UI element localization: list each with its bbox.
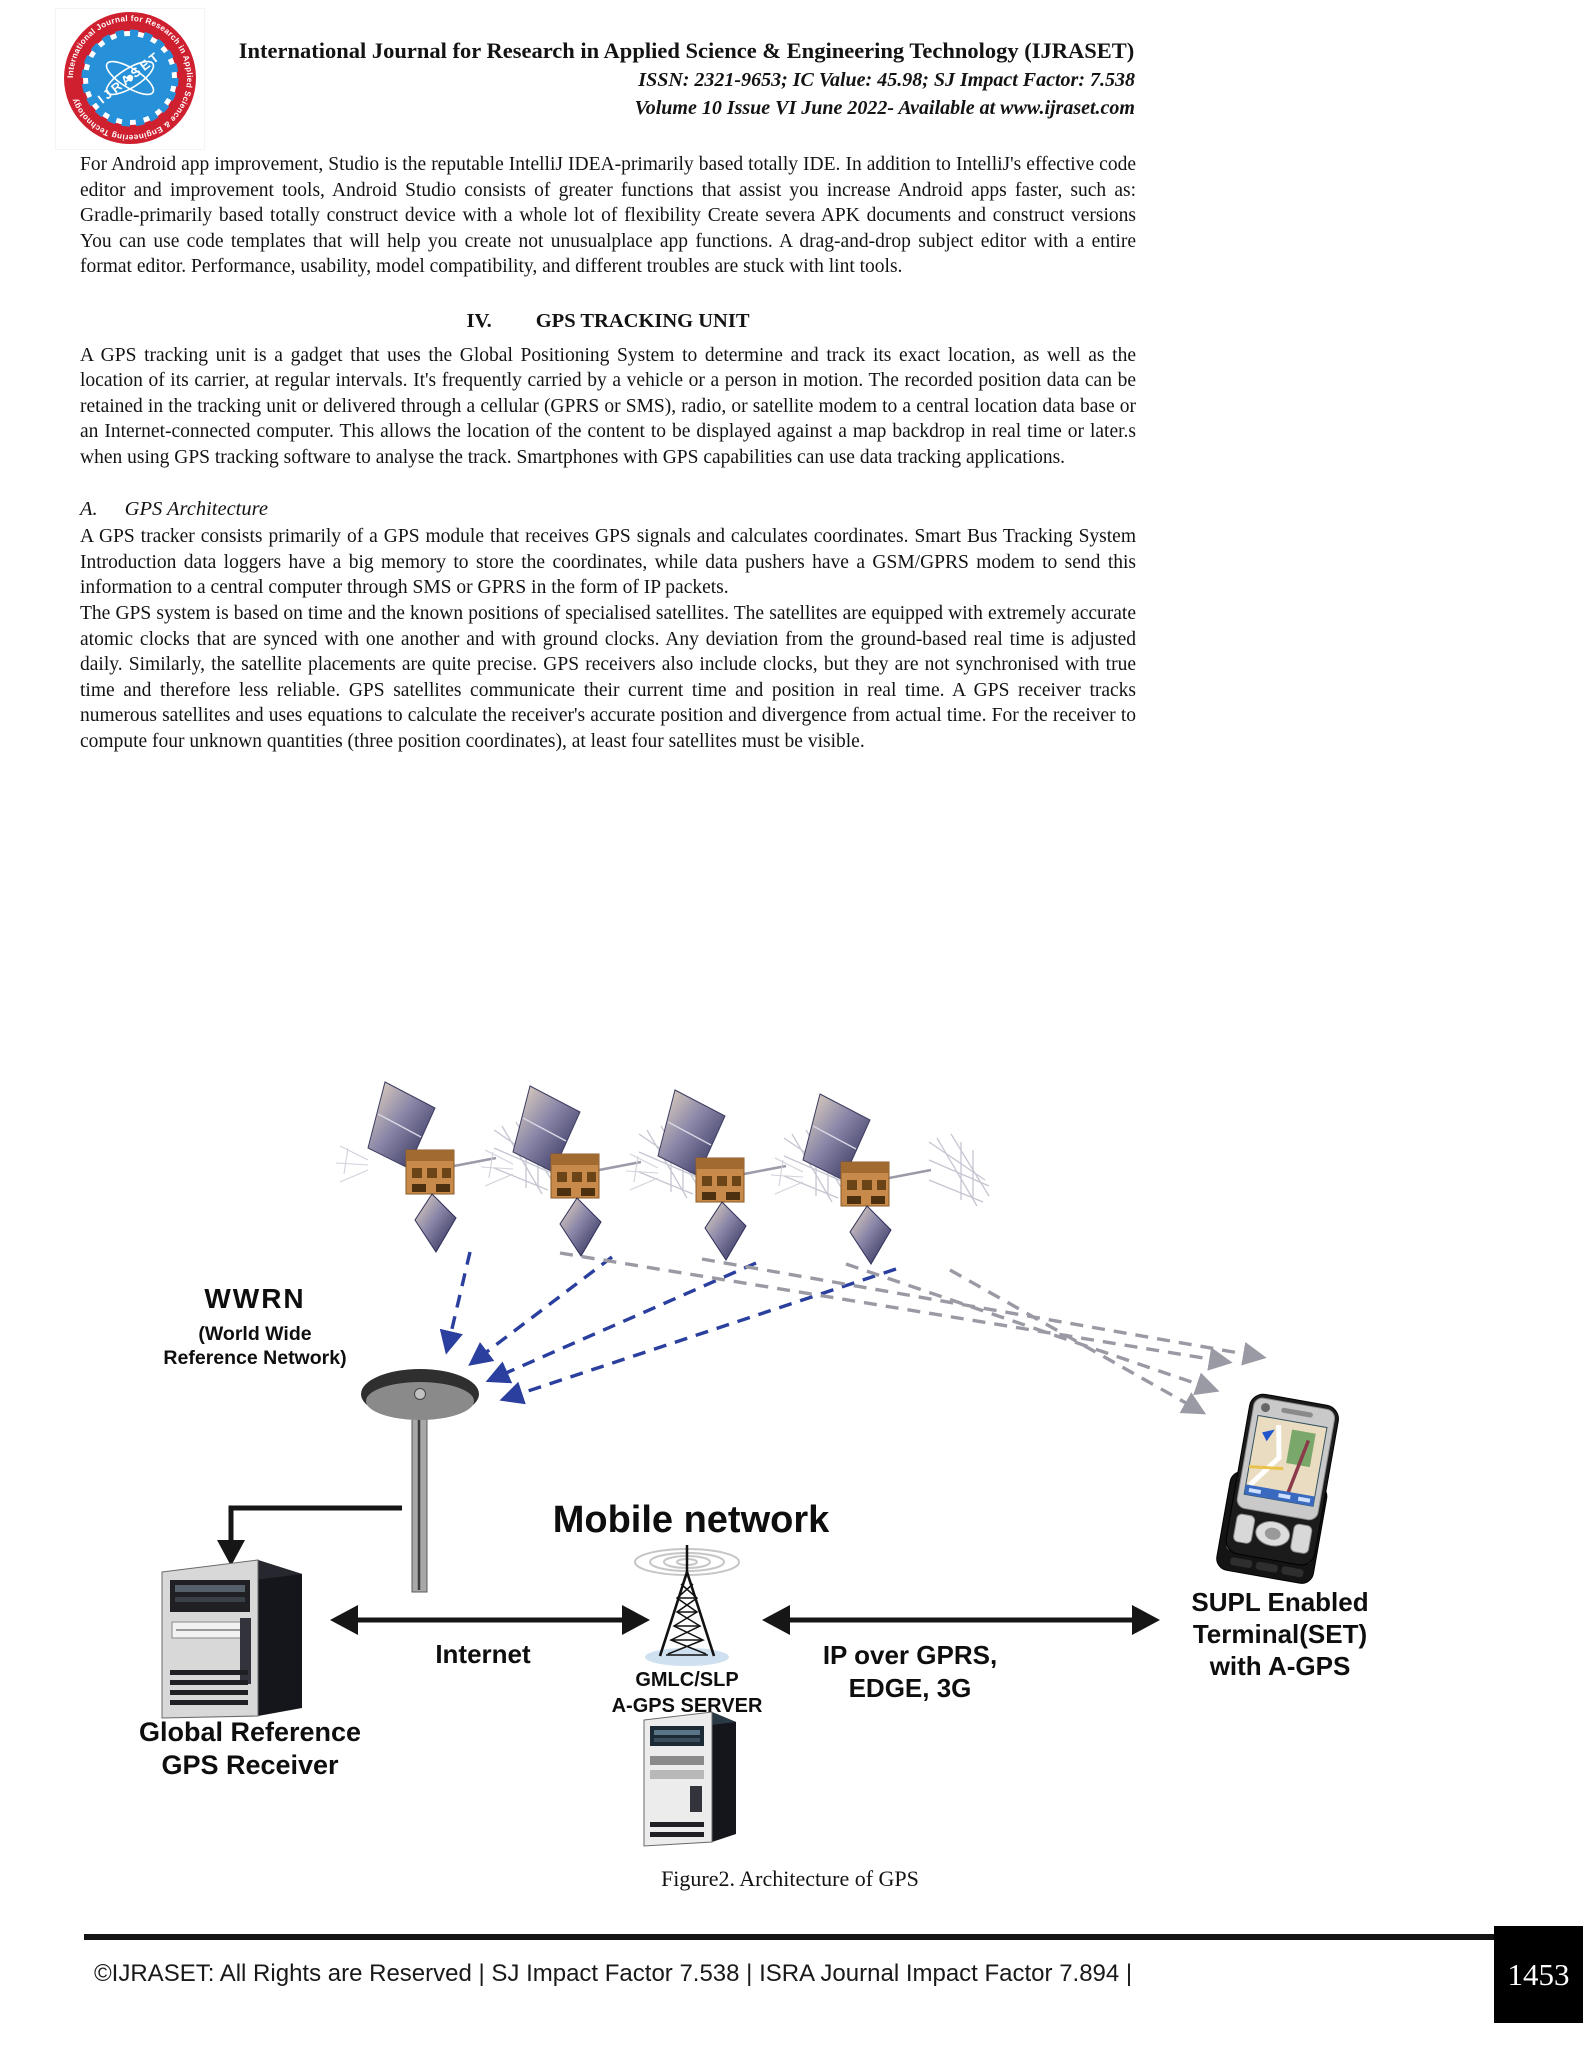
footer-rule: [84, 1934, 1494, 1940]
wwrn-label: WWRN (World Wide Reference Network): [130, 1283, 380, 1370]
gps-satellite-icon: [479, 1084, 701, 1258]
mobile-network-label: Mobile network: [552, 1499, 830, 1541]
antenna-to-receiver-arrow: [217, 1505, 402, 1566]
satellite-signal-arrows-blue: [439, 1251, 897, 1405]
gps-satellite-icon: [769, 1092, 991, 1266]
wwrn-full-line1: (World Wide: [198, 1323, 312, 1345]
paragraph-android-studio: For Android app improvement, Studio is t…: [80, 154, 1136, 278]
set-label-line3: with A-GPS: [1209, 1651, 1351, 1681]
page-number-badge: 1453: [1494, 1926, 1583, 2023]
paragraph-gps-tracker: A GPS tracker consists primarily of a GP…: [80, 526, 1136, 599]
gps-architecture-diagram: [161, 1080, 1339, 1847]
footer-copyright: ©IJRASET: All Rights are Reserved | SJ I…: [94, 1960, 1133, 1987]
internet-label: Internet: [435, 1639, 531, 1669]
paragraph-gps-tracking-unit: A GPS tracking unit is a gadget that use…: [80, 344, 1136, 468]
satellite-signal-arrows-gray: [559, 1251, 1267, 1415]
supl-handset-icon: [1216, 1393, 1339, 1584]
figure-caption: Figure2. Architecture of GPS: [661, 1866, 919, 1891]
receiver-label-line1: Global Reference: [138, 1717, 362, 1747]
page-number: 1453: [1507, 1956, 1570, 1992]
gmlc-label-line2: A-GPS SERVER: [611, 1695, 763, 1717]
subsection-title: GPS Architecture: [124, 497, 268, 520]
global-reference-receiver-label: Global Reference GPS Receiver: [103, 1716, 397, 1782]
handset-map-screen: [1243, 1414, 1328, 1507]
subsection-label: A.: [80, 497, 98, 520]
radio-tower-icon: [634, 1545, 740, 1666]
supl-terminal-label: SUPL Enabled Terminal(SET) with A-GPS: [1133, 1586, 1427, 1682]
logo-atom-icon: [105, 60, 155, 96]
set-label-line1: SUPL Enabled: [1191, 1587, 1369, 1617]
set-label-line2: Terminal(SET): [1192, 1619, 1368, 1649]
wwrn-full-line2: Reference Network): [163, 1347, 347, 1369]
subsection-heading-gps-architecture: A. GPS Architecture: [80, 497, 1136, 523]
issn-line: ISSN: 2321-9653; IC Value: 45.98; SJ Imp…: [638, 69, 1135, 91]
ip-over-gprs-arrow: [762, 1605, 1160, 1635]
internet-link-arrow: [330, 1605, 650, 1635]
ip-label-line1: IP over GPRS,: [822, 1640, 998, 1670]
gps-satellite-icon: [334, 1080, 556, 1254]
section-number: IV.: [466, 309, 492, 332]
receiver-label-line2: GPS Receiver: [161, 1750, 339, 1780]
journal-title: International Journal for Research in Ap…: [238, 38, 1135, 63]
article-body: For Android app improvement, Studio is t…: [80, 152, 1136, 754]
global-reference-receiver-icon: [161, 1559, 302, 1719]
wwrn-abbr: WWRN: [204, 1283, 306, 1314]
ip-over-gprs-label: IP over GPRS, EDGE, 3G: [762, 1639, 1058, 1705]
gmlc-server-label: GMLC/SLP A-GPS SERVER: [572, 1667, 802, 1719]
gps-satellite-icon: [624, 1088, 846, 1262]
ip-label-line2: EDGE, 3G: [848, 1673, 972, 1703]
paragraph-gps-system: The GPS system is based on time and the …: [80, 602, 1136, 752]
volume-line: Volume 10 Issue VI June 2022- Available …: [634, 97, 1135, 119]
section-title: GPS TRACKING UNIT: [535, 309, 750, 332]
section-heading-gps-tracking-unit: IV. GPS TRACKING UNIT: [80, 309, 1136, 335]
ijraset-logo: International Journal for Research in Ap…: [55, 8, 205, 150]
agps-server-icon: [643, 1711, 736, 1847]
journal-header: International Journal for Research in Ap…: [238, 38, 1135, 120]
gmlc-label-line1: GMLC/SLP: [635, 1669, 739, 1691]
gps-reference-antenna-icon: [361, 1369, 479, 1593]
